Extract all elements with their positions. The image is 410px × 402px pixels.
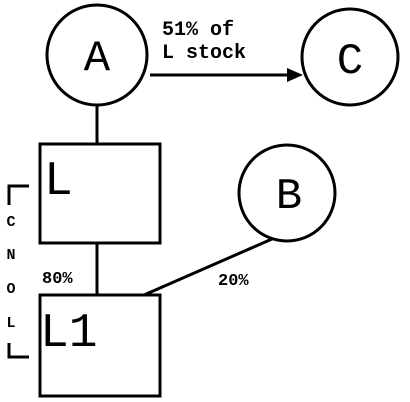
node-a-circle <box>45 3 149 107</box>
group-letter-c: C <box>6 214 15 231</box>
node-c-circle <box>300 7 400 107</box>
node-b-label: B <box>276 172 302 222</box>
node-l-box <box>38 142 162 245</box>
node-l-label: L <box>44 155 73 209</box>
node-l1-label: L1 <box>40 307 98 361</box>
node-a-label: A <box>84 34 111 84</box>
group-letter-n: N <box>6 247 15 264</box>
node-c-label: C <box>337 37 363 87</box>
group-letter-o: O <box>6 281 15 298</box>
a-to-c-arrowhead <box>287 68 303 82</box>
a-to-c-note-line2: L stock <box>162 42 246 65</box>
group-letter-l: L <box>6 315 15 332</box>
l-to-l1-percentage: 80% <box>42 270 73 289</box>
a-to-c-note-line1: 51% of <box>162 19 234 42</box>
b-to-l1-percentage: 20% <box>218 272 249 291</box>
b-to-l1-connector <box>143 237 273 297</box>
node-l1-box <box>38 293 162 398</box>
bracket-gap <box>3 205 21 343</box>
node-b-circle <box>237 143 337 243</box>
